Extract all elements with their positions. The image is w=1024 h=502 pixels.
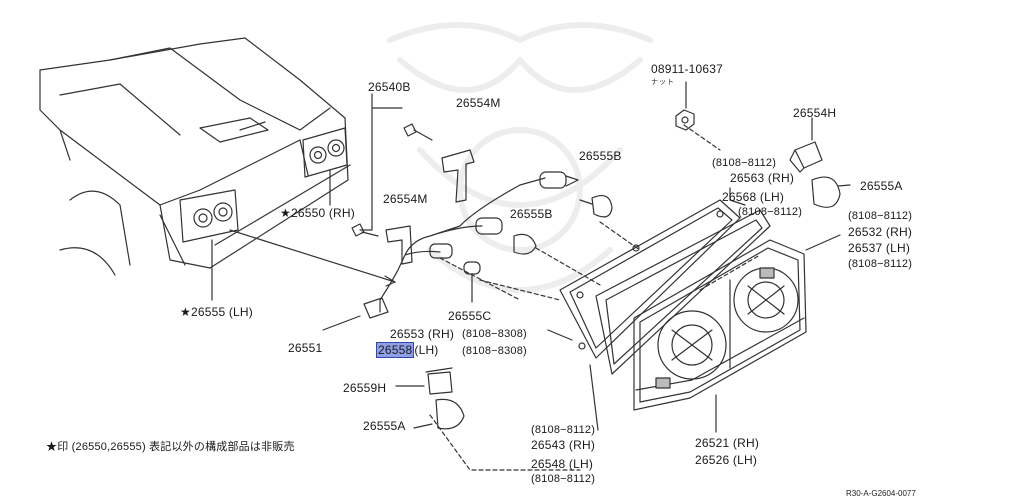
bracket-26554m-mid xyxy=(385,225,413,265)
socket-26555b-top xyxy=(539,171,579,189)
bracket-26554m-top xyxy=(441,149,475,203)
gasket-inner xyxy=(595,209,771,375)
leader-26555a-right xyxy=(837,184,851,187)
label-26555b-top: 26555B xyxy=(579,149,622,163)
tail-lamp-lens-26521 xyxy=(633,239,807,411)
bracket-26540b xyxy=(359,93,403,231)
label-26555b-mid: 26555B xyxy=(510,207,553,221)
label-nut-text: ナット xyxy=(651,79,675,86)
label-26555a-bottom: 26555A xyxy=(363,419,406,433)
label-26555c: 26555C xyxy=(448,309,492,323)
gasket-outer xyxy=(559,199,741,359)
label-26554h: 26554H xyxy=(793,106,837,120)
label-date-b: (8108−8112) xyxy=(738,206,803,218)
label-26554m-top: 26554M xyxy=(456,96,501,110)
footnote: ★印 (26550,26555) 表記以外の構成部品は非販売 xyxy=(46,441,295,453)
label-date-e: (8108−8112) xyxy=(531,424,596,436)
label-26537: 26537 (LH) xyxy=(848,241,911,255)
bulb-26555b-top xyxy=(579,195,613,218)
leader-26555a-bottom xyxy=(413,423,433,429)
label-26568: 26568 (LH) xyxy=(722,190,785,204)
leader-26543 xyxy=(589,364,599,431)
label-26540b: 26540B xyxy=(368,80,411,94)
nut-08911 xyxy=(675,81,695,131)
socket-26559h xyxy=(425,367,453,395)
label-26555-lh: ★26555 (LH) xyxy=(180,305,253,319)
label-26521: 26521 (RH) xyxy=(695,436,760,450)
dashed-assembly-lines xyxy=(429,124,761,471)
socket-26555b-mid xyxy=(475,217,503,235)
label-26558-highlight[interactable]: 26558 xyxy=(376,342,415,358)
label-26553: 26553 (RH) xyxy=(390,327,455,341)
bulb-26555b-mid xyxy=(513,233,537,255)
leader-26563 xyxy=(729,187,746,206)
label-26532: 26532 (RH) xyxy=(848,225,913,239)
label-date-8308-b: (8108−8308) xyxy=(462,345,527,357)
leader-26532 xyxy=(805,234,841,251)
leader-26553 xyxy=(547,329,573,341)
label-26559h: 26559H xyxy=(343,381,387,395)
label-nut-part: 08911-10637 xyxy=(651,62,724,76)
label-26558: 26558(LH) xyxy=(376,342,439,358)
diagram-reference-code: R30-A-G2604-0077 xyxy=(846,489,916,498)
label-26554m-mid: 26554M xyxy=(383,192,428,206)
label-26548: 26548 (LH) xyxy=(531,457,594,471)
label-date-d: (8108−8112) xyxy=(848,258,913,270)
label-26563: 26563 (RH) xyxy=(730,171,795,185)
label-26551: 26551 xyxy=(288,341,323,355)
label-26526: 26526 (LH) xyxy=(695,453,758,467)
label-26550: ★26550 (RH) xyxy=(280,206,355,220)
bulb-26555a-right xyxy=(811,176,841,208)
screw-left xyxy=(351,223,379,237)
leader-26551 xyxy=(322,315,361,331)
label-26555a-right: 26555A xyxy=(860,179,903,193)
screw-top xyxy=(403,123,433,141)
bulb-26555a-bottom xyxy=(435,398,465,430)
label-date-8308-a: (8108−8308) xyxy=(462,328,527,340)
label-date-a: (8108−8112) xyxy=(712,157,777,169)
socket-26554h xyxy=(789,141,823,173)
watermark-logo xyxy=(387,22,653,293)
connector-26551 xyxy=(363,297,389,319)
wiring-harness xyxy=(379,177,546,301)
label-26558-side: (LH) xyxy=(414,343,439,357)
leader-lh-lamp xyxy=(229,229,396,283)
bulb-26555c xyxy=(463,261,481,303)
label-date-c: (8108−8112) xyxy=(848,210,913,222)
car-body xyxy=(39,37,351,276)
label-date-f: (8108−8112) xyxy=(531,473,596,485)
label-26543: 26543 (RH) xyxy=(531,438,596,452)
